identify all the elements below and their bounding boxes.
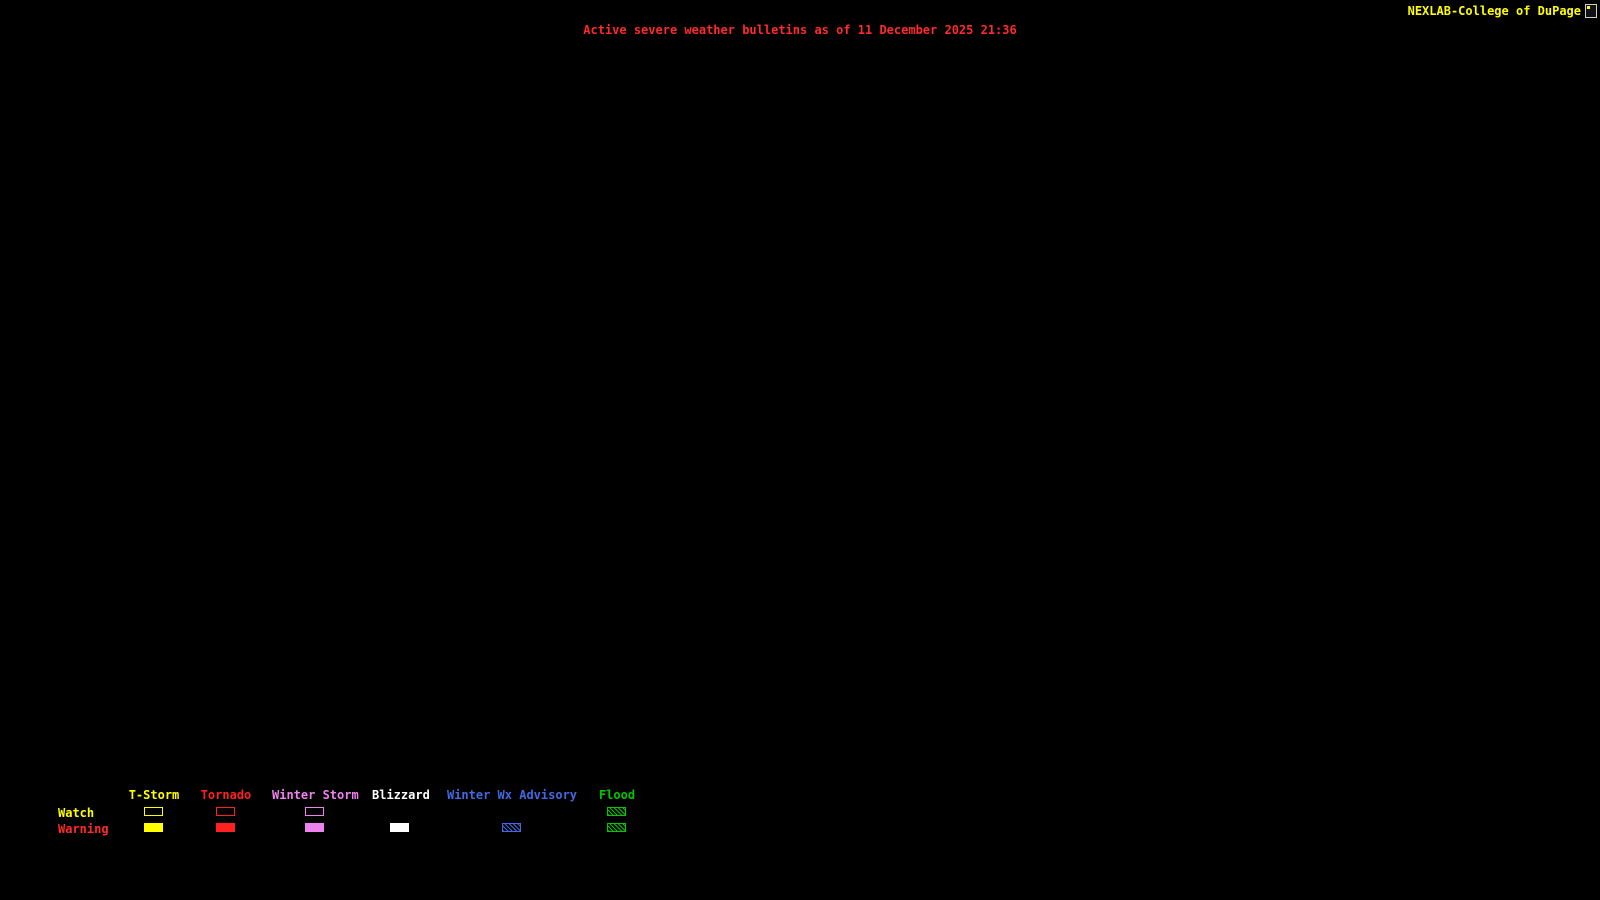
legend-watch-swatch (607, 807, 626, 816)
brand: NEXLAB-College of DuPage (1408, 4, 1597, 18)
legend-col-tornado: Tornado (200, 788, 252, 838)
legend: Watch Warning T-Storm Tornado Winter Sto… (0, 788, 700, 848)
broken-image-icon (1585, 4, 1597, 18)
legend-watch-swatch (305, 807, 324, 816)
legend-watch-swatch (144, 807, 163, 816)
legend-col-label: Flood (598, 788, 636, 802)
legend-col-flood: Flood (596, 788, 638, 838)
legend-warning-swatch (390, 823, 409, 832)
legend-col-label: Winter Wx Advisory (446, 788, 578, 802)
legend-warning-swatch (216, 823, 235, 832)
legend-col-winter-storm: Winter Storm (272, 788, 359, 838)
legend-col-winter-wx-advisory: Winter Wx Advisory (446, 788, 578, 838)
legend-warning-swatch (144, 823, 163, 832)
legend-col-label: Winter Storm (272, 788, 359, 802)
legend-row-label-warning: Warning (58, 822, 109, 836)
legend-warning-swatch (305, 823, 324, 832)
legend-row-label-watch: Watch (58, 806, 95, 820)
legend-warning-swatch (502, 823, 521, 832)
legend-col-tstorm: T-Storm (126, 788, 182, 838)
legend-col-blizzard: Blizzard (372, 788, 430, 838)
legend-col-label: Blizzard (372, 788, 430, 802)
legend-warning-swatch (607, 823, 626, 832)
legend-col-label: Tornado (200, 788, 252, 802)
legend-watch-swatch (216, 807, 235, 816)
brand-text: NEXLAB-College of DuPage (1407, 4, 1581, 18)
legend-col-label: T-Storm (128, 788, 180, 802)
page-title: Active severe weather bulletins as of 11… (583, 23, 1017, 37)
